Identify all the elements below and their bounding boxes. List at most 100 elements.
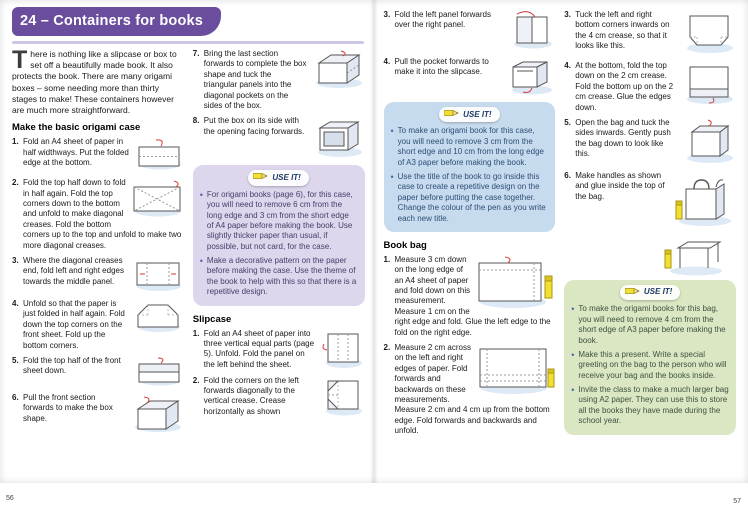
section-heading-basic-case: Make the basic origami case	[12, 122, 184, 133]
step-slipcase-4: 4. Pull the pocket	[384, 57, 556, 97]
step-number: 5.	[564, 118, 575, 166]
step-number: 8.	[193, 116, 204, 160]
bullet-text: To make an origami book for this case, y…	[398, 126, 549, 168]
step-text: Make handles as shown and glue inside th…	[575, 171, 664, 201]
step-number: 4.	[12, 299, 23, 351]
use-it-label: USE IT!	[644, 287, 672, 297]
section-heading-book-bag: Book bag	[384, 240, 556, 251]
section-heading-slipcase: Slipcase	[193, 314, 365, 325]
step-body: Make handles as shown and glue inside th…	[575, 171, 736, 229]
bullet-dot: •	[391, 173, 394, 224]
bullet-text: To make the origami books for this bag, …	[578, 304, 729, 346]
left-col-2: 7. Bring the last s	[193, 49, 365, 440]
step-bag-5: 5. Open the bag and tuck the sides i	[564, 118, 736, 166]
diagram-flap-down	[134, 356, 184, 386]
step-text: Where the diagonal creases end, fold lef…	[23, 256, 124, 286]
use-it-tab: USE IT!	[248, 170, 308, 185]
bullet-text: Invite the class to make a much larger b…	[578, 385, 729, 427]
step-basic-1: 1. Fold an A4 sheet of paper in half wid…	[12, 137, 184, 173]
use-it-bullet: • For origami books (page 6), for this c…	[200, 190, 358, 252]
bullet-dot: •	[571, 351, 574, 381]
intro-text: here is nothing like a slipcase or box t…	[12, 49, 177, 115]
step-text: Put the box on its side with the opening…	[204, 116, 305, 135]
pencil-icon	[625, 286, 640, 299]
step-body: At the bottom, fold the top down on the …	[575, 61, 736, 113]
step-text: Fold an A4 sheet of paper in half widthw…	[23, 137, 129, 167]
right-page-columns: 3. Fold the left panel forwards over the…	[384, 10, 737, 443]
step-text: Unfold so that the paper is just folded …	[23, 299, 125, 350]
step-body: Fold an A4 sheet of paper in half widthw…	[23, 137, 184, 173]
step-body: Pull the front section forwards to make …	[23, 393, 184, 435]
step-number: 2.	[384, 343, 395, 437]
step-text: Pull the pocket forwards to make it into…	[395, 57, 489, 76]
glue-stick-icon	[545, 276, 552, 298]
use-it-bullet: • Invite the class to make a much larger…	[571, 385, 729, 427]
diagram-bag-with-handles	[674, 171, 736, 227]
step-text: Fold the top half of the front sheet dow…	[23, 356, 121, 375]
step-text: Bring the last section forwards to compl…	[204, 49, 307, 110]
step-basic-6: 6. Pull the front section forwards t	[12, 393, 184, 435]
step-body: Tuck the left and right bottom corners i…	[575, 10, 736, 56]
use-it-label: USE IT!	[272, 173, 300, 183]
diagram-box-complete	[311, 49, 365, 89]
step-body: Pull the pocket forwards to make it into…	[395, 57, 556, 97]
step-slipcase-1: 1. Fold an A4 sheet of paper into th	[193, 329, 365, 371]
step-body: Open the bag and tuck the sides inwards.…	[575, 118, 736, 166]
step-number: 2.	[193, 376, 204, 418]
pencil-icon	[444, 108, 459, 121]
step-body: Where the diagonal creases end, fold lef…	[23, 256, 184, 294]
step-bag-4: 4. At the bottom, fold the top down on t…	[564, 61, 736, 113]
step-body: Measure 3 cm down on the long edge of an…	[395, 255, 556, 338]
pencil-icon	[253, 171, 268, 184]
use-it-bullet: • To make the origami books for this bag…	[571, 304, 729, 346]
bullet-dot: •	[571, 386, 574, 427]
use-it-box-bag: USE IT! • To make the origami books for …	[564, 280, 736, 435]
use-it-tab-row: USE IT!	[391, 107, 549, 122]
diagram-box-forming	[130, 393, 184, 433]
diagram-panel-over	[509, 10, 555, 50]
step-bag-3: 3. Tuck the left an	[564, 10, 736, 56]
right-col-2: 3. Tuck the left an	[564, 10, 736, 443]
step-body: Fold the top half of the front sheet dow…	[23, 356, 184, 388]
step-basic-5: 5. Fold the top half of the front sheet …	[12, 356, 184, 388]
step-basic-2: 2. Fold the top half down to fold in	[12, 178, 184, 251]
use-it-tab-row: USE IT!	[571, 285, 729, 300]
diagram-bag-open	[682, 118, 736, 164]
bullet-dot: •	[571, 305, 574, 346]
step-number: 2.	[12, 178, 23, 251]
right-col-1: 3. Fold the left panel forwards over the…	[384, 10, 556, 443]
chapter-banner: 24 – Containers for books	[12, 7, 365, 40]
diagram-corner-folds	[321, 376, 365, 416]
step-number: 5.	[12, 356, 23, 388]
use-it-box-slipcase: USE IT! • To make an origami book for th…	[384, 102, 556, 232]
glue-stick-icon	[665, 250, 671, 268]
step-number: 6.	[564, 171, 575, 229]
diagram-bag-bottom-folds	[682, 61, 736, 105]
step-bag-6: 6.	[564, 171, 736, 229]
bullet-text: For origami books (page 6), for this cas…	[207, 190, 358, 252]
glue-stick-icon	[676, 201, 682, 219]
use-it-bullet: • Use the title of the book to go inside…	[391, 172, 549, 224]
diagram-box-on-side	[313, 116, 365, 158]
step-bag-1: 1.	[384, 255, 556, 338]
step-text: Fold the corners on the left forwards di…	[204, 376, 299, 416]
use-it-tab: USE IT!	[620, 285, 680, 300]
step-basic-8: 8. Put the box on its side with the	[193, 116, 365, 160]
chapter-title: 24 – Containers for books	[12, 7, 221, 36]
dropcap: T	[12, 50, 27, 70]
diagram-slipcase-open	[507, 57, 555, 95]
step-body: Unfold so that the paper is just folded …	[23, 299, 184, 351]
step-number: 3.	[12, 256, 23, 294]
step-text: Fold an A4 sheet of paper into three ver…	[204, 329, 314, 369]
step-body: Put the box on its side with the opening…	[204, 116, 365, 160]
step-basic-3: 3. Where the diagonal creases end, f	[12, 256, 184, 294]
step-text: Pull the front section forwards to make …	[23, 393, 113, 423]
use-it-label: USE IT!	[463, 110, 491, 120]
step-number: 1.	[12, 137, 23, 173]
use-it-tab: USE IT!	[439, 107, 499, 122]
step-body: Fold an A4 sheet of paper into three ver…	[204, 329, 365, 371]
step-slipcase-2: 2. Fold the corners	[193, 376, 365, 418]
